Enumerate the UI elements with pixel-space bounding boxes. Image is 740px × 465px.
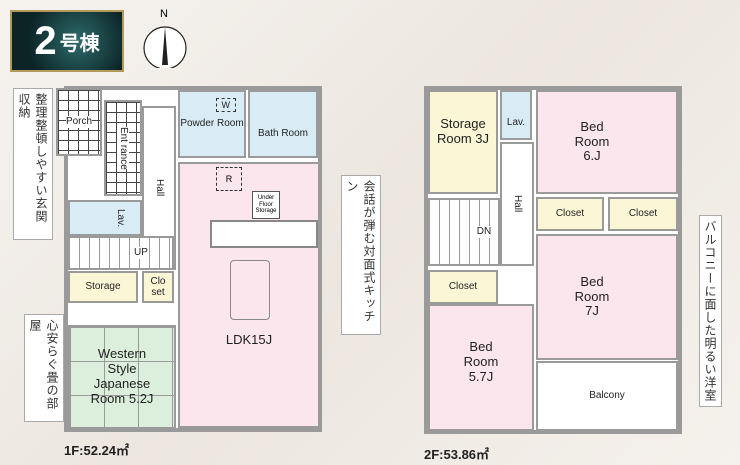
lav-1f-label: Lav. bbox=[114, 208, 126, 228]
entrance-label: Ent rance bbox=[117, 126, 129, 170]
storage-1f: Storage bbox=[68, 271, 138, 303]
callout-balcony-room: バルコニーに面した明るい洋室 bbox=[699, 215, 722, 407]
bath-room: Bath Room bbox=[248, 90, 318, 158]
balcony: Balcony bbox=[536, 361, 678, 431]
closet-2f-b-label: Closet bbox=[628, 208, 658, 220]
ldk-label: LDK15J bbox=[225, 331, 273, 347]
bedroom-5-7j-label: Bed Room 5.7J bbox=[463, 339, 499, 384]
powder-room-label: Powder Room bbox=[180, 118, 244, 130]
compass-north-label: N bbox=[160, 8, 168, 20]
building-badge: 2 号棟 bbox=[10, 10, 124, 72]
closet-2f-a: Closet bbox=[536, 197, 604, 231]
floor2-area: 2F:53.86㎡ bbox=[424, 447, 490, 462]
storage-room-2f-label: Storage Room 3J bbox=[436, 116, 490, 146]
bedroom-7j: Bed Room 7J bbox=[536, 234, 678, 360]
bedroom-6j: Bed Room 6.J bbox=[536, 90, 678, 194]
kitchen-counter bbox=[210, 220, 318, 248]
stairs-2f: DN bbox=[428, 198, 500, 266]
callout-tatami: 心安らぐ畳の部屋 bbox=[24, 314, 64, 422]
closet-2f-a-label: Closet bbox=[555, 208, 585, 220]
powder-room: Powder Room W bbox=[178, 90, 246, 158]
bedroom-6j-label: Bed Room 6.J bbox=[574, 118, 610, 164]
bedroom-5-7j: Bed Room 5.7J bbox=[428, 304, 534, 431]
hall-1f-label: Hall bbox=[153, 179, 165, 197]
hall-2f: Hall bbox=[500, 142, 534, 266]
closet-2f-c: Closet bbox=[428, 270, 498, 304]
storage-1f-label: Storage bbox=[85, 281, 121, 293]
under-floor-storage: Under Floor Storage bbox=[252, 191, 280, 219]
japanese-room-label: Western Style Japanese Room 5.2J bbox=[90, 346, 154, 406]
lav-2f: Lav. bbox=[500, 90, 532, 140]
stairs-1f: UP bbox=[68, 236, 174, 270]
washer-label: W bbox=[215, 98, 236, 113]
bath-room-label: Bath Room bbox=[257, 128, 309, 140]
japanese-room: Western Style Japanese Room 5.2J bbox=[68, 325, 176, 429]
stairs-up-label: UP bbox=[134, 247, 148, 259]
porch-label: Porch bbox=[65, 116, 93, 128]
dining-table bbox=[230, 260, 270, 320]
callout-kitchen: 会話が弾む対面式キッチン bbox=[341, 175, 381, 335]
floor1-area: 1F:52.24㎡ bbox=[64, 443, 130, 458]
bedroom-7j-label: Bed Room 7J bbox=[574, 273, 610, 319]
storage-room-2f: Storage Room 3J bbox=[428, 90, 498, 194]
closet-1f-label: Clo set bbox=[150, 275, 166, 299]
compass-icon: N bbox=[143, 8, 191, 70]
building-number: 2 bbox=[34, 18, 57, 63]
callout-entrance-storage: 整理整頓しやすい玄関収納 bbox=[13, 88, 53, 240]
closet-2f-b: Closet bbox=[608, 197, 678, 231]
lav-2f-label: Lav. bbox=[506, 117, 526, 129]
stairs-down-label: DN bbox=[476, 226, 492, 238]
closet-2f-c-label: Closet bbox=[448, 281, 478, 293]
balcony-label: Balcony bbox=[589, 390, 625, 402]
entrance: Ent rance bbox=[104, 100, 142, 196]
building-suffix: 号棟 bbox=[59, 32, 100, 55]
porch: Porch bbox=[56, 88, 102, 156]
fridge-r: R bbox=[216, 167, 242, 191]
lav-1f: Lav. bbox=[68, 200, 142, 236]
hall-2f-label: Hall bbox=[511, 195, 523, 213]
closet-1f: Clo set bbox=[142, 271, 174, 303]
